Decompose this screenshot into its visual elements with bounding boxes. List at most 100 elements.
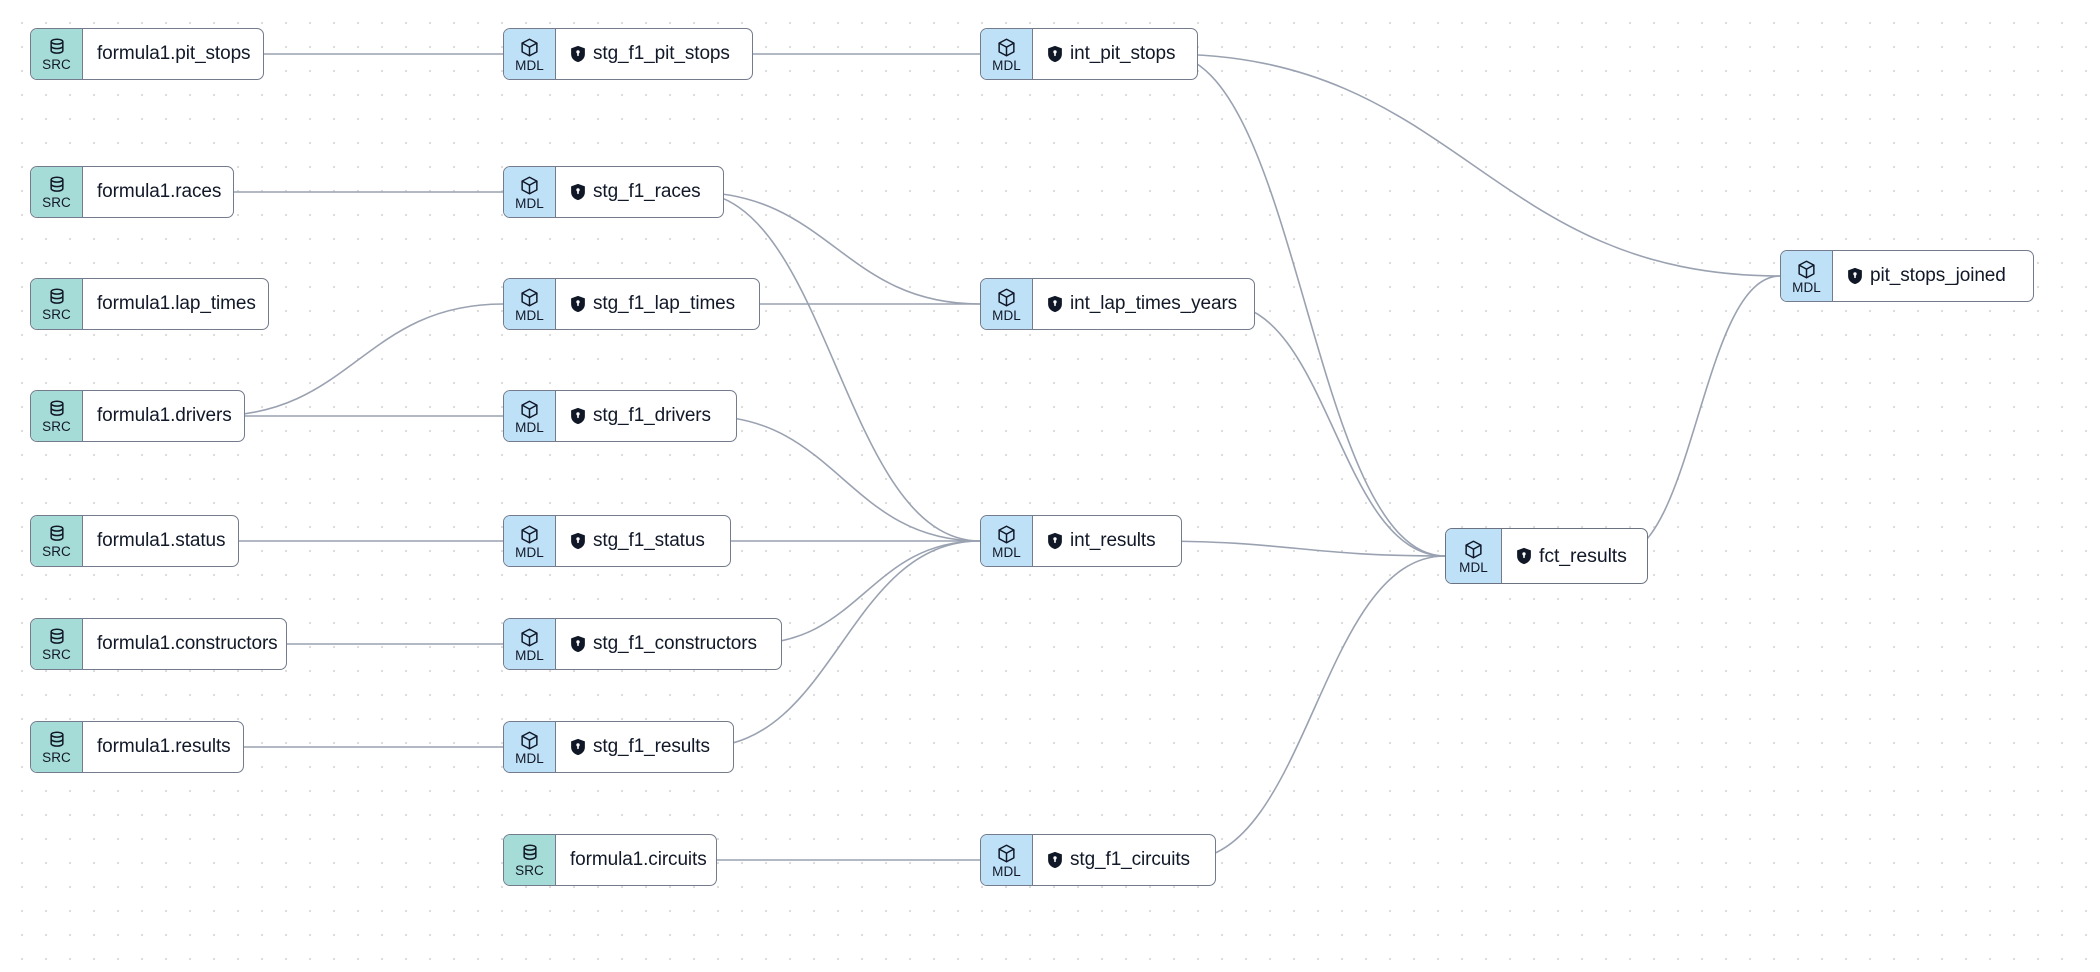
node-kind-badge-label: SRC (42, 750, 71, 765)
node-kind-badge-label: SRC (42, 195, 71, 210)
database-icon: SRC (31, 167, 83, 217)
lineage-node-fct_results[interactable]: MDL fct_results (1445, 528, 1648, 584)
lineage-node-stg_lap_times[interactable]: MDL stg_f1_lap_times (503, 278, 760, 330)
lineage-node-stg_results[interactable]: MDL stg_f1_results (503, 721, 734, 773)
node-kind-badge-label: SRC (42, 307, 71, 322)
lineage-node-src_races[interactable]: SRC formula1.races (30, 166, 234, 218)
lineage-node-stg_races[interactable]: MDL stg_f1_races (503, 166, 724, 218)
node-body: formula1.constructors (83, 619, 286, 669)
shield-lock-icon (570, 45, 586, 63)
node-kind-badge-label: MDL (1792, 279, 1821, 295)
lineage-edge-stg_races-to-int_results (691, 191, 981, 542)
node-label: int_pit_stops (1070, 43, 1176, 64)
node-body: formula1.races (83, 167, 233, 217)
shield-lock-icon (570, 295, 586, 313)
node-label: formula1.pit_stops (97, 43, 251, 64)
node-body: stg_f1_circuits (1033, 835, 1215, 885)
node-label: formula1.constructors (97, 633, 278, 654)
node-body: formula1.status (83, 516, 238, 566)
lineage-node-int_results[interactable]: MDL int_results (980, 515, 1182, 567)
lineage-node-stg_status[interactable]: MDL stg_f1_status (503, 515, 731, 567)
node-label: stg_f1_status (593, 530, 705, 551)
database-icon: SRC (504, 835, 556, 885)
node-kind-badge-label: MDL (515, 307, 544, 323)
node-kind-badge-label: MDL (992, 57, 1021, 73)
node-label: formula1.lap_times (97, 293, 256, 314)
lineage-edge-int_pit_stops-to-pit_stops_joined (1165, 53, 1781, 277)
node-label: stg_f1_circuits (1070, 849, 1190, 870)
shield-lock-icon (1847, 267, 1863, 285)
node-label: stg_f1_lap_times (593, 293, 736, 314)
shield-lock-icon (570, 738, 586, 756)
lineage-node-pit_stops_joined[interactable]: MDL pit_stops_joined (1780, 250, 2034, 302)
lineage-edge-stg_constructors-to-int_results (749, 540, 981, 645)
shield-lock-icon (1047, 295, 1063, 313)
shield-lock-icon (1047, 45, 1063, 63)
lineage-node-src_status[interactable]: SRC formula1.status (30, 515, 239, 567)
node-body: stg_f1_races (556, 167, 723, 217)
lineage-node-int_pit_stops[interactable]: MDL int_pit_stops (980, 28, 1198, 80)
node-kind-badge-label: MDL (992, 544, 1021, 560)
node-kind-badge-label: MDL (1459, 559, 1488, 575)
database-icon: SRC (31, 619, 83, 669)
lineage-node-int_lap_times_years[interactable]: MDL int_lap_times_years (980, 278, 1255, 330)
lineage-node-src_constructors[interactable]: SRC formula1.constructors (30, 618, 287, 670)
node-label: formula1.status (97, 530, 226, 551)
cube-icon: MDL (1781, 251, 1833, 301)
node-body: formula1.circuits (556, 835, 716, 885)
lineage-node-stg_circuits[interactable]: MDL stg_f1_circuits (980, 834, 1216, 886)
cube-icon: MDL (504, 722, 556, 772)
node-label: stg_f1_constructors (593, 633, 757, 654)
node-body: formula1.results (83, 722, 243, 772)
node-kind-badge-label: MDL (992, 863, 1021, 879)
cube-icon: MDL (981, 279, 1033, 329)
lineage-node-stg_pit_stops[interactable]: MDL stg_f1_pit_stops (503, 28, 753, 80)
node-label: fct_results (1539, 544, 1627, 567)
node-body: fct_results (1502, 529, 1647, 583)
node-kind-badge-label: MDL (515, 419, 544, 435)
shield-lock-icon (570, 532, 586, 550)
lineage-node-src_lap_times[interactable]: SRC formula1.lap_times (30, 278, 269, 330)
node-label: formula1.races (97, 181, 222, 202)
node-body: formula1.drivers (83, 391, 244, 441)
node-body: int_lap_times_years (1033, 279, 1254, 329)
lineage-edge-int_lap_times_years-to-fct_results (1222, 303, 1446, 557)
lineage-node-src_results[interactable]: SRC formula1.results (30, 721, 244, 773)
node-body: formula1.lap_times (83, 279, 268, 329)
cube-icon: MDL (981, 516, 1033, 566)
node-body: stg_f1_lap_times (556, 279, 759, 329)
node-kind-badge-label: MDL (515, 57, 544, 73)
cube-icon: MDL (1446, 529, 1502, 583)
database-icon: SRC (31, 516, 83, 566)
database-icon: SRC (31, 279, 83, 329)
node-label: stg_f1_results (593, 736, 710, 757)
node-body: pit_stops_joined (1833, 251, 2033, 301)
lineage-node-src_pit_stops[interactable]: SRC formula1.pit_stops (30, 28, 264, 80)
node-body: stg_f1_constructors (556, 619, 781, 669)
shield-lock-icon (570, 407, 586, 425)
node-kind-badge-label: MDL (992, 307, 1021, 323)
node-kind-badge-label: MDL (515, 195, 544, 211)
node-label: stg_f1_races (593, 181, 701, 202)
cube-icon: MDL (504, 167, 556, 217)
cube-icon: MDL (504, 279, 556, 329)
node-body: stg_f1_pit_stops (556, 29, 752, 79)
lineage-edge-stg_drivers-to-int_results (704, 415, 981, 542)
node-kind-badge-label: SRC (42, 57, 71, 72)
cube-icon: MDL (504, 29, 556, 79)
database-icon: SRC (31, 722, 83, 772)
lineage-edge-stg_circuits-to-fct_results (1183, 555, 1446, 861)
lineage-edge-int_results-to-fct_results (1149, 540, 1446, 557)
node-kind-badge-label: MDL (515, 544, 544, 560)
lineage-node-stg_constructors[interactable]: MDL stg_f1_constructors (503, 618, 782, 670)
cube-icon: MDL (981, 29, 1033, 79)
node-body: int_results (1033, 516, 1181, 566)
node-body: stg_f1_results (556, 722, 733, 772)
cube-icon: MDL (504, 619, 556, 669)
node-label: pit_stops_joined (1870, 265, 2006, 286)
